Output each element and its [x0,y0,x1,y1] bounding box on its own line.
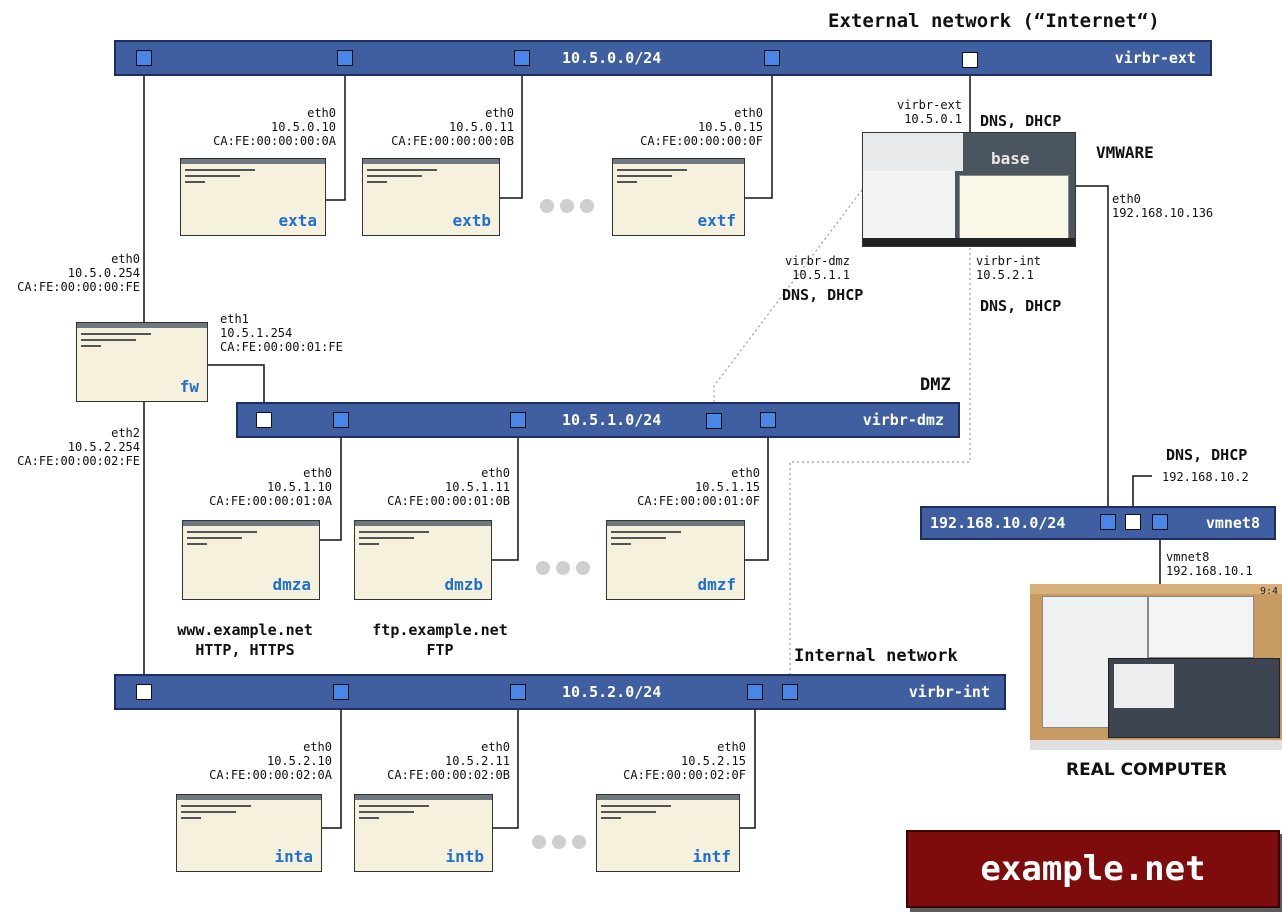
real-label: REAL COMPUTER [1066,760,1227,780]
vm-name: dmza [272,575,311,594]
dmzf-info: eth0 10.5.1.15 CA:FE:00:00:01:0F [618,466,760,508]
bus-name: virbr-ext [1115,49,1196,67]
vm-name: fw [180,377,199,396]
real-if: vmnet8 192.168.10.1 [1166,550,1253,578]
vmware-int-if: virbr-int 10.5.2.1 [976,254,1041,282]
port-vmware-int [782,684,798,700]
exta-info: eth0 10.5.0.10 CA:FE:00:00:00:0A [196,106,336,148]
vmware-dmz-if: virbr-dmz 10.5.1.1 [748,254,850,282]
diagram-title: External network (“Internet“) [828,10,1160,32]
port-intf [747,684,763,700]
vm-extf: extf [612,158,745,236]
vmware-base: base [991,149,1030,168]
vm-name: extb [452,211,491,230]
vmnet-dns: DNS, DHCP [1166,446,1247,464]
real-clock: 9:4 [1260,586,1278,597]
brand-banner: example.net [906,830,1280,908]
ellipsis-dmz [536,560,596,579]
dmzb-info: eth0 10.5.1.11 CA:FE:00:00:01:0B [368,466,510,508]
dmza-service: www.example.net HTTP, HTTPS [160,620,330,660]
port-fw-eth2 [136,684,152,700]
vm-fw: fw [76,322,208,402]
vm-name: exta [278,211,317,230]
vm-name: intf [692,847,731,866]
real-computer-screenshot: 9:4 [1030,584,1282,750]
vm-intb: intb [354,794,493,872]
bus-name: virbr-dmz [863,411,944,429]
vmnet-dns-ip: 192.168.10.2 [1162,470,1249,484]
vm-extb: extb [362,158,500,236]
ellipsis-ext [540,198,600,217]
int-heading: Internal network [794,646,958,666]
extf-info: eth0 10.5.0.15 CA:FE:00:00:00:0F [623,106,763,148]
dmza-info: eth0 10.5.1.10 CA:FE:00:00:01:0A [190,466,332,508]
vm-name: dmzf [697,575,736,594]
port-extf [764,50,780,66]
vmware-screenshot: base [862,132,1076,247]
dmzb-service: ftp.example.net FTP [350,620,530,660]
intf-info: eth0 10.5.2.15 CA:FE:00:00:02:0F [604,740,746,782]
port-dmzb [510,412,526,428]
brand-text: example.net [908,849,1278,889]
port-dmza [333,412,349,428]
extb-info: eth0 10.5.0.11 CA:FE:00:00:00:0B [374,106,514,148]
inta-info: eth0 10.5.2.10 CA:FE:00:00:02:0A [190,740,332,782]
port-vmware-eth0 [1100,514,1116,530]
port-vmware-ext [962,52,978,68]
bus-cidr: 192.168.10.0/24 [930,514,1065,532]
vm-inta: inta [176,794,322,872]
port-inta [333,684,349,700]
port-vmware-dmz [706,413,722,429]
vmware-dns-dmz: DNS, DHCP [782,286,863,304]
vm-intf: intf [596,794,740,872]
bus-cidr: 10.5.2.0/24 [562,683,661,701]
port-fw-eth0 [136,50,152,66]
port-dmzf [760,412,776,428]
vmware-ext-if: virbr-ext 10.5.0.1 [862,98,962,126]
port-fw-eth1 [256,412,272,428]
vm-exta: exta [180,158,326,236]
vmware-dns-ext: DNS, DHCP [980,112,1061,130]
vm-dmzb: dmzb [354,520,492,600]
bus-cidr: 10.5.0.0/24 [562,49,661,67]
vm-name: dmzb [444,575,483,594]
fw-eth2-info: eth2 10.5.2.254 CA:FE:00:00:02:FE [4,426,140,468]
port-intb [510,684,526,700]
bus-name: virbr-int [909,683,990,701]
bus-name: vmnet8 [1206,514,1260,532]
vmware-dns-int: DNS, DHCP [980,297,1061,315]
fw-eth0-info: eth0 10.5.0.254 CA:FE:00:00:00:FE [4,252,140,294]
dmz-heading: DMZ [920,375,951,395]
bus-vmnet8: 192.168.10.0/24 vmnet8 [920,506,1276,540]
bus-virbr-ext: 10.5.0.0/24 virbr-ext [114,40,1212,76]
vmware-label: VMWARE [1096,143,1154,162]
ellipsis-int [532,834,592,853]
port-extb [514,50,530,66]
vm-name: inta [274,847,313,866]
port-dns-dhcp [1125,514,1141,530]
vm-name: intb [445,847,484,866]
fw-eth1-info: eth1 10.5.1.254 CA:FE:00:00:01:FE [220,312,343,354]
port-real-computer [1152,514,1168,530]
intb-info: eth0 10.5.2.11 CA:FE:00:00:02:0B [368,740,510,782]
vm-dmzf: dmzf [606,520,745,600]
bus-cidr: 10.5.1.0/24 [562,411,661,429]
port-exta [337,50,353,66]
bus-virbr-int: 10.5.2.0/24 virbr-int [114,674,1006,710]
vmware-eth0: eth0 192.168.10.136 [1112,192,1213,220]
vm-dmza: dmza [182,520,320,600]
vm-name: extf [697,211,736,230]
